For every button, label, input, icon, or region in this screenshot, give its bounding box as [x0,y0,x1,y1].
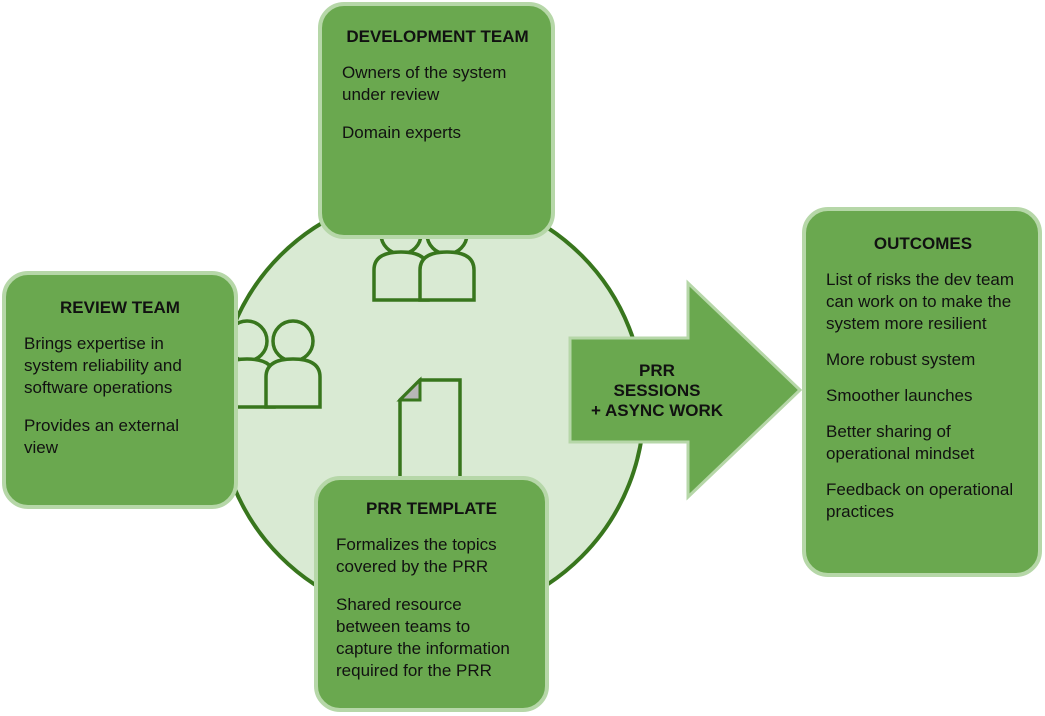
outcome-item: Feedback on operational practices [826,480,1014,521]
arrow-label-line: + ASYNC WORK [590,401,724,420]
document-icon [396,376,462,482]
outcome-item: Smoother launches [826,386,973,405]
development-team-box: DEVELOPMENT TEAM Owners of the system un… [318,2,555,239]
arrow-label-line: PRR [639,361,675,380]
process-arrow [568,279,803,501]
development-team-point: Owners of the system under review [342,63,507,104]
review-team-point: Brings expertise in system reliability a… [24,334,182,397]
review-team-title: REVIEW TEAM [60,298,180,317]
review-team-point: Provides an external view [24,416,179,457]
prr-template-box: PRR TEMPLATE Formalizes the topics cover… [314,476,549,712]
outcomes-title: OUTCOMES [873,234,973,253]
outcome-item: More robust system [826,350,976,369]
outcome-item: Better sharing of operational mindset [826,422,975,463]
outcomes-box: OUTCOMES List of risks the dev team can … [802,207,1042,577]
prr-template-title: PRR TEMPLATE [366,499,497,518]
arrow-label-line: SESSIONS [613,381,701,400]
outcome-item: List of risks the dev team can work on t… [826,270,1015,333]
review-team-box: REVIEW TEAM Brings expertise in system r… [2,271,238,509]
development-team-point: Domain experts [342,123,462,142]
arrow-label: PRR SESSIONS + ASYNC WORK [572,361,742,421]
prr-template-point: Shared resource between teams to capture… [336,595,510,680]
prr-template-point: Formalizes the topics covered by the PRR [336,535,497,576]
development-team-title: DEVELOPMENT TEAM [346,27,529,46]
